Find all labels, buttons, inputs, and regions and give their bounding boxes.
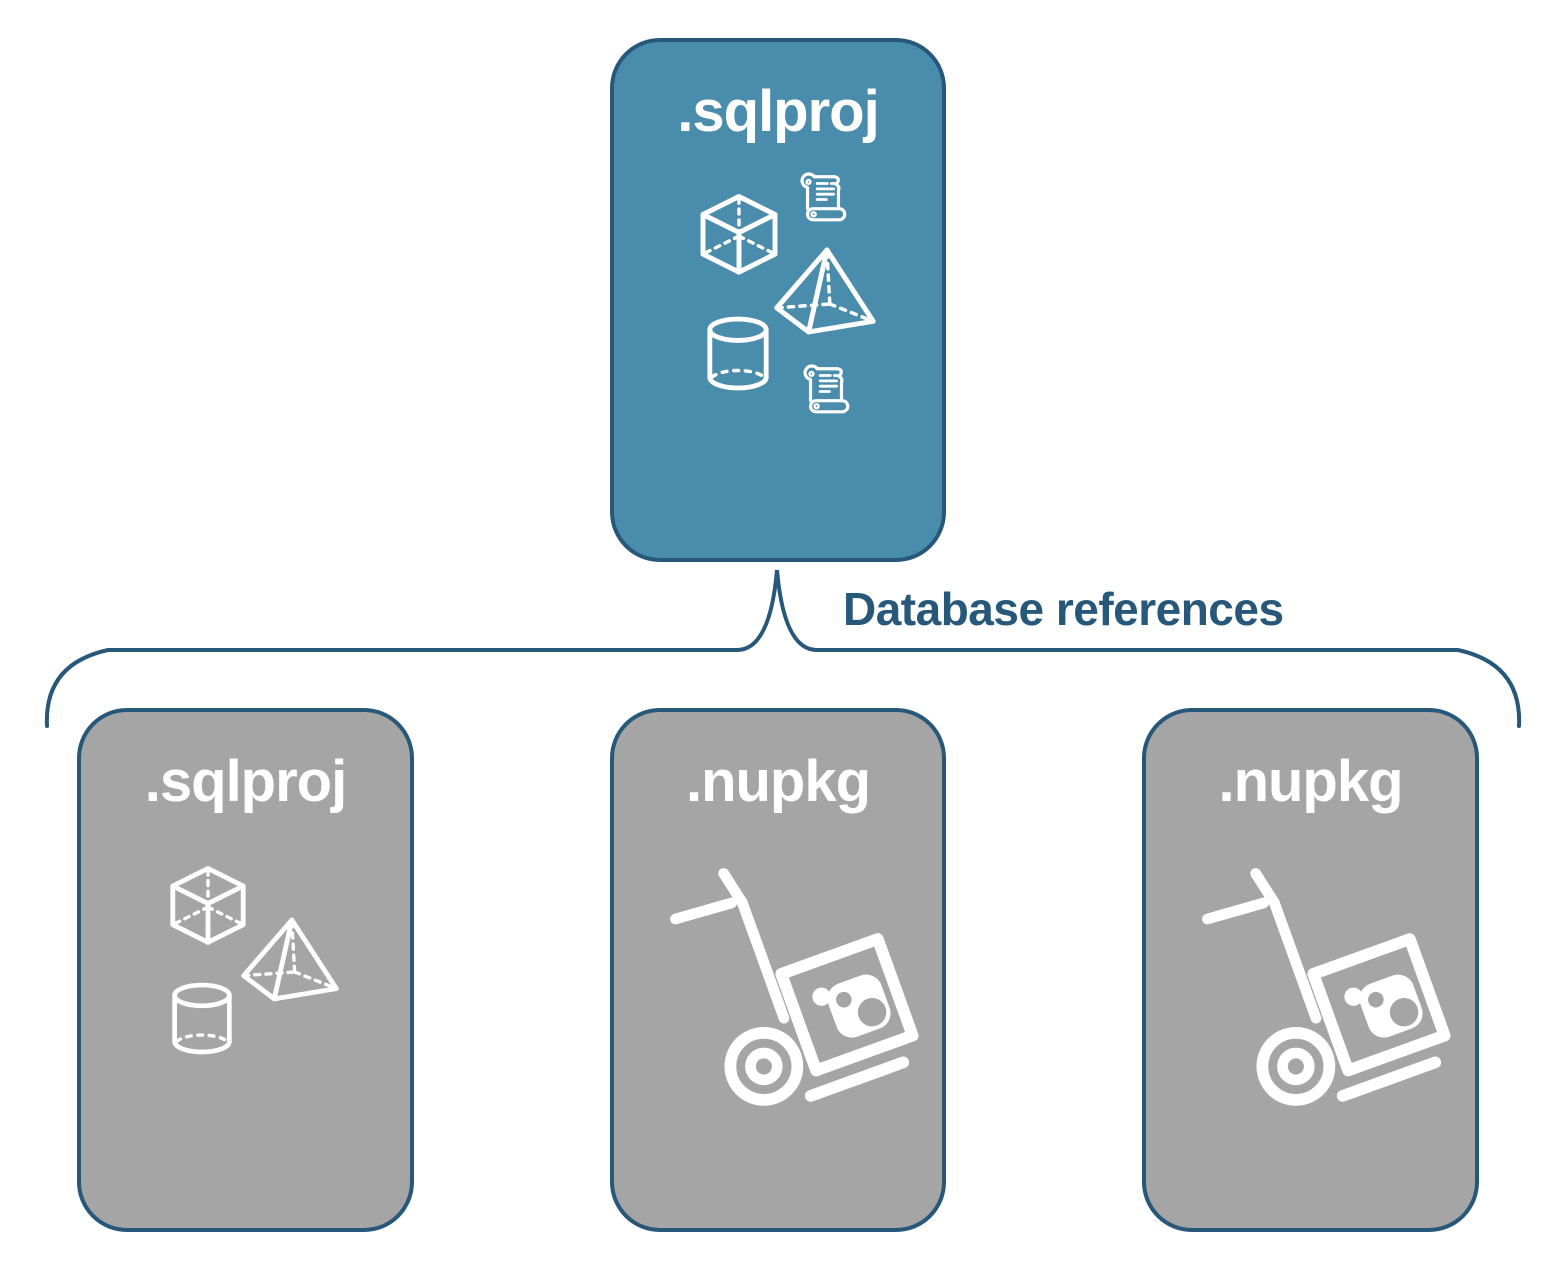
database-references-label: Database references [843,583,1284,635]
pyramid-icon [239,914,341,1003]
pyramid-icon [772,244,878,336]
cube-icon [694,192,784,282]
node-label: .sqlproj [677,79,879,144]
script-scroll-icon [797,362,855,420]
node-nupkg-child-2: .nupkg [1142,708,1479,1232]
node-label: .sqlproj [144,749,347,814]
node-sqlproj-root: .sqlproj [610,38,946,562]
cylinder-icon [704,314,772,394]
package-dolly-icon [1186,852,1454,1120]
node-label: .nupkg [685,749,871,814]
node-sqlproj-child: .sqlproj [77,708,414,1232]
cylinder-icon [169,980,235,1058]
node-nupkg-child-1: .nupkg [610,708,946,1232]
script-scroll-icon [794,170,852,228]
node-label: .nupkg [1218,749,1403,814]
package-dolly-icon [654,852,922,1120]
